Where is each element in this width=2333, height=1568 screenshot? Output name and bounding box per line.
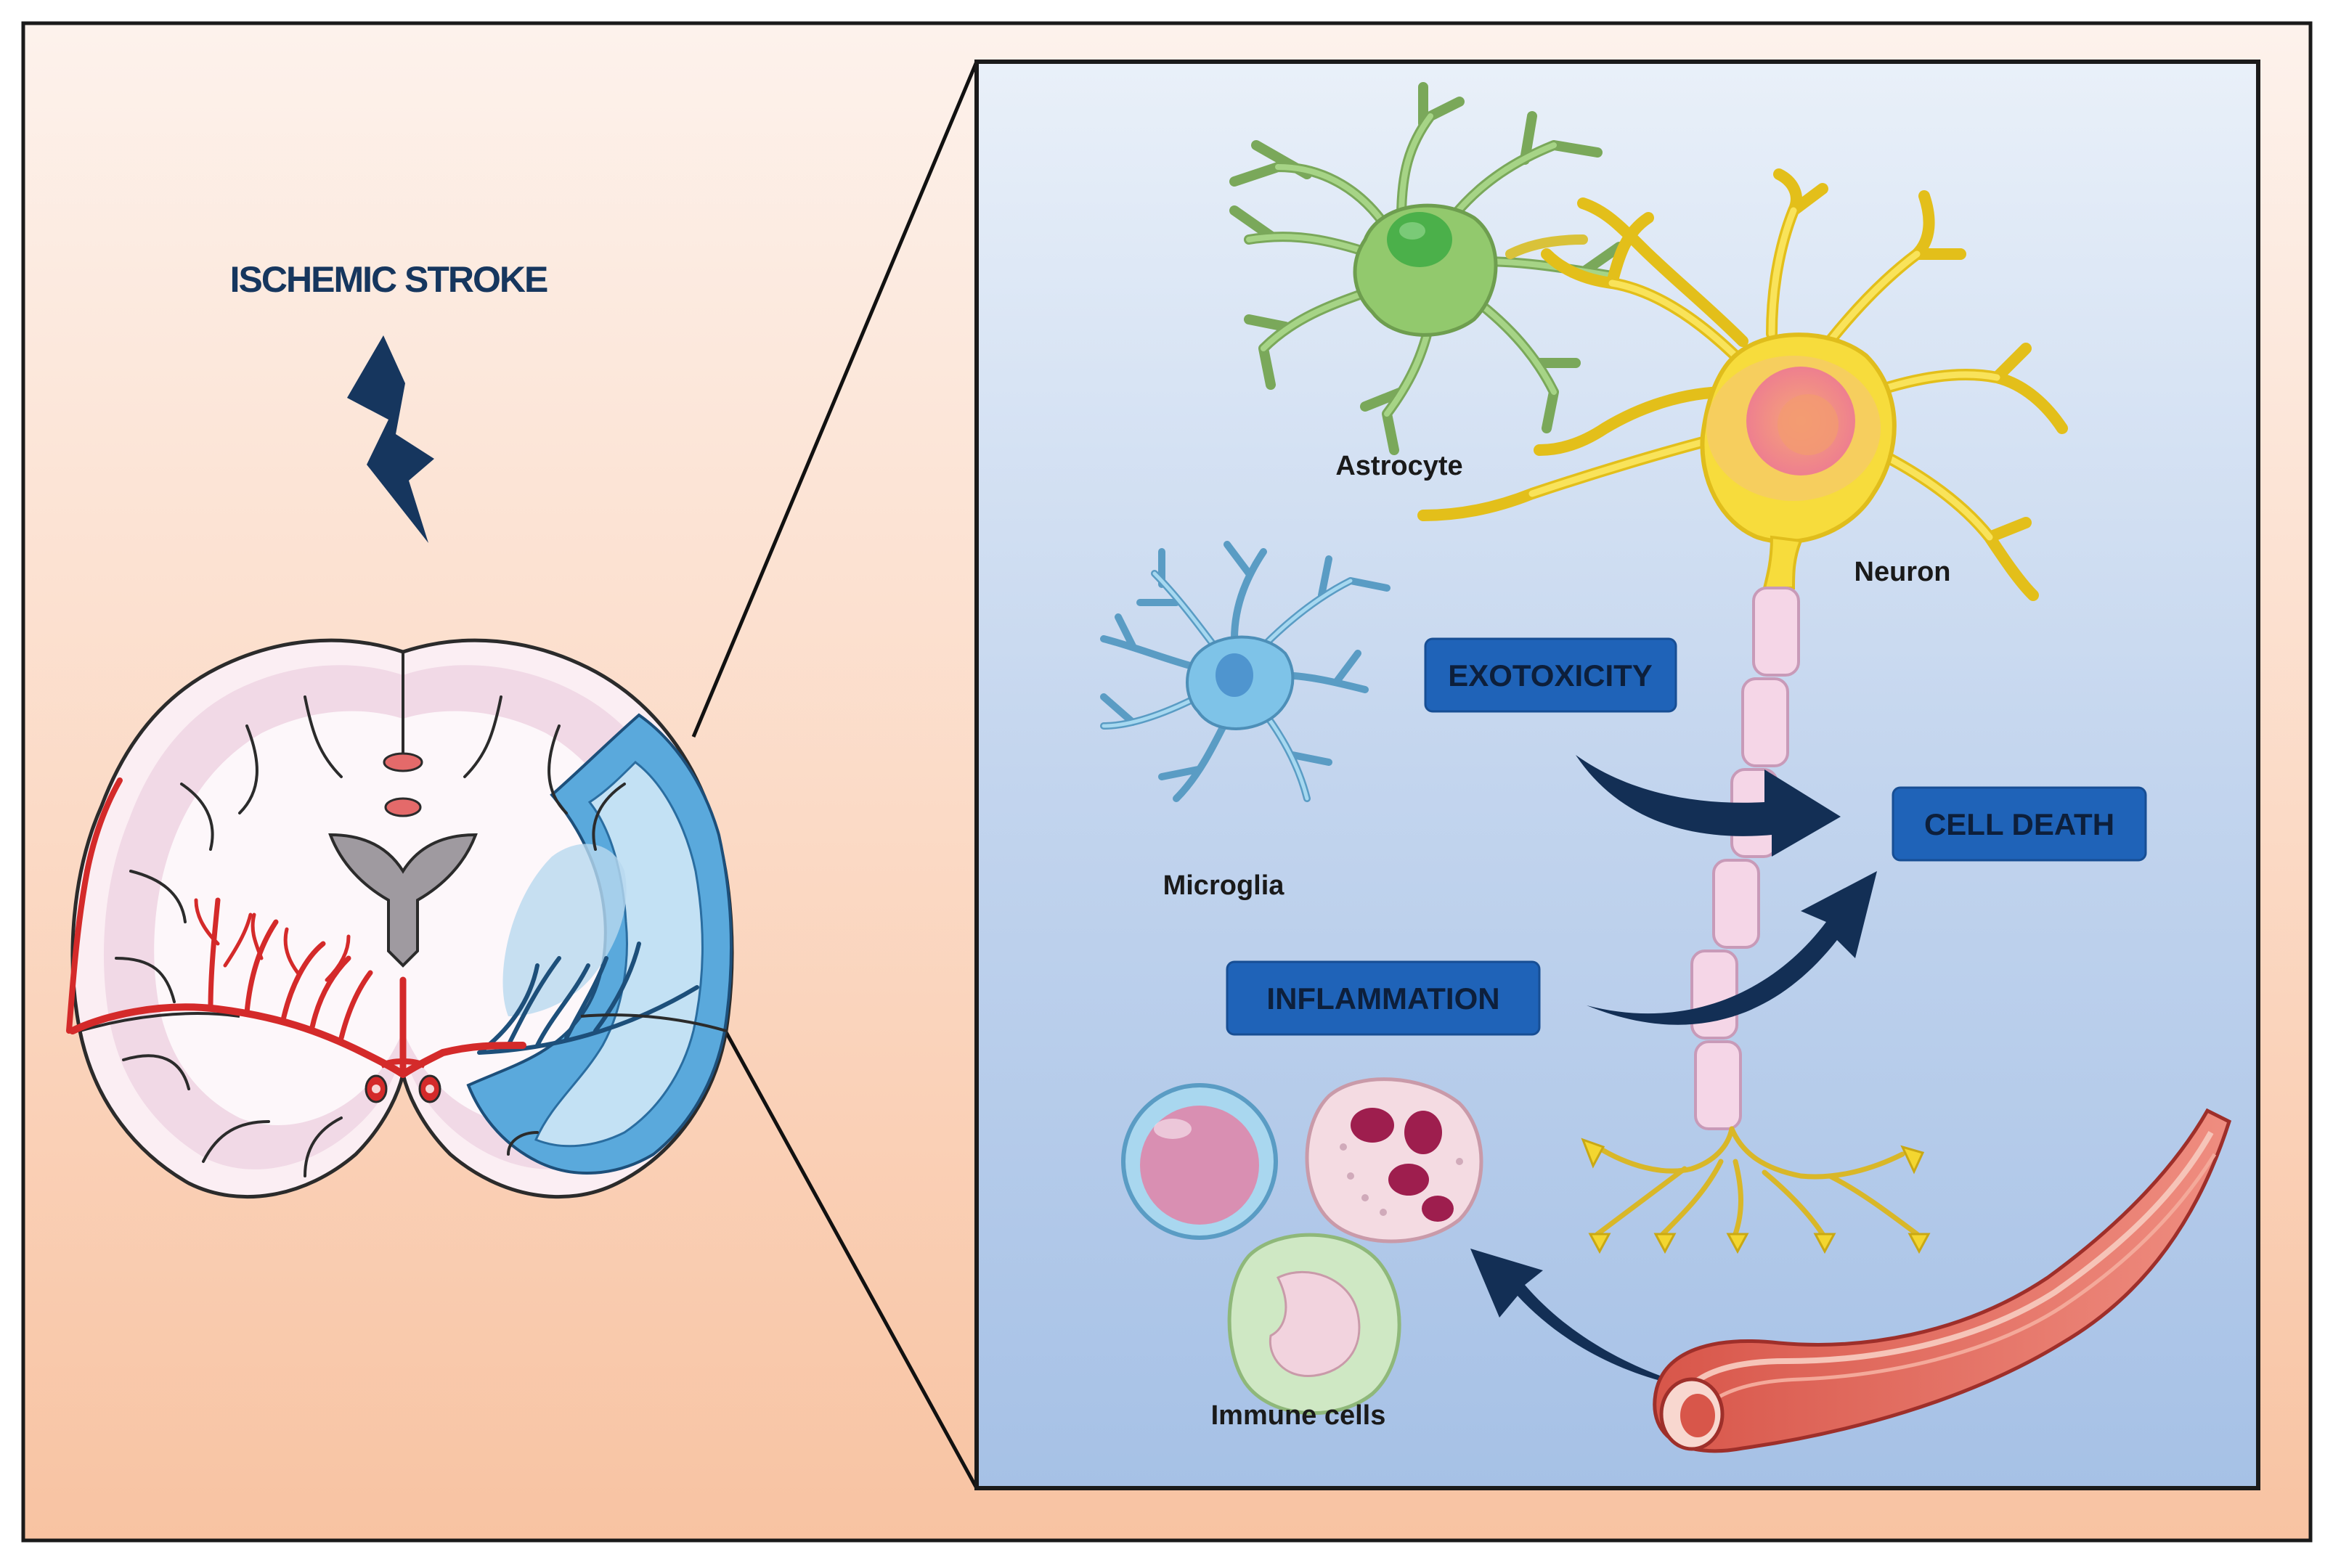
immune-cells-label: Immune cells: [1211, 1400, 1386, 1431]
ischemic-inner: [534, 761, 704, 1148]
lightning-bolt-icon: [347, 335, 434, 543]
septum-mid: [384, 797, 422, 817]
inflammation-box: [1226, 960, 1541, 1036]
brain-coronal-section: [66, 638, 734, 1199]
astrocyte-label: Astrocyte: [1335, 451, 1462, 481]
recruitment-arrow: [1470, 1249, 1706, 1390]
cell-death-box: [1892, 786, 2147, 862]
exotoxicity-label: EXOTOXICITY: [1448, 658, 1653, 693]
neutrophil: [1305, 1077, 1483, 1244]
blood-vessel: [1653, 1108, 2232, 1453]
zoom-line-top: [691, 61, 979, 738]
astrocyte-nucleus: [1387, 212, 1452, 267]
exotoxicity-arrow: [1576, 755, 1841, 857]
zoom-line-bottom: [691, 971, 979, 1490]
immune-cells: [1121, 1077, 1483, 1416]
cell-death-label: CELL DEATH: [1924, 807, 2114, 841]
inflammation-label: INFLAMMATION: [1266, 981, 1499, 1016]
astrocyte-cell: [1229, 82, 1624, 455]
circle-of-willis: [365, 1058, 441, 1103]
neuron-cell: [1417, 168, 2068, 1254]
temporal-sulcus: [79, 1012, 727, 1032]
detail-panel: [974, 60, 2260, 1490]
exotoxicity-box: [1424, 637, 1677, 713]
ischemic-vessels: [477, 942, 699, 1055]
septum-top: [383, 752, 423, 772]
neuron-label: Neuron: [1854, 557, 1951, 587]
microglia-nucleus: [1216, 653, 1253, 697]
lateral-ventricles: [328, 833, 478, 968]
microglia-label: Microglia: [1163, 870, 1285, 901]
inflammation-arrow: [1587, 871, 1877, 1025]
gyri-lines: [115, 650, 626, 1177]
microglia-cell: [1100, 541, 1391, 802]
stroke-title: ISCHEMIC STROKE: [230, 259, 547, 300]
cerebral-arteries: [66, 777, 526, 1078]
